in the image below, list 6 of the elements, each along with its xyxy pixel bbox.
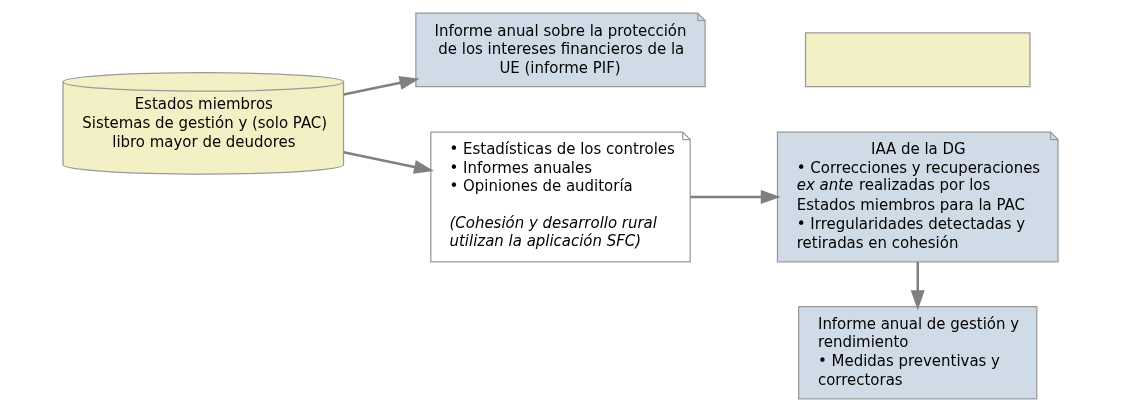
node-box: Informe anual de gestión y rendimiento • Medidas preventivas y correctoras bbox=[798, 306, 1038, 400]
arrow bbox=[910, 262, 925, 311]
node-box bbox=[804, 32, 1031, 88]
arrow bbox=[690, 189, 781, 204]
arrow bbox=[343, 151, 434, 174]
arrow bbox=[343, 76, 420, 96]
